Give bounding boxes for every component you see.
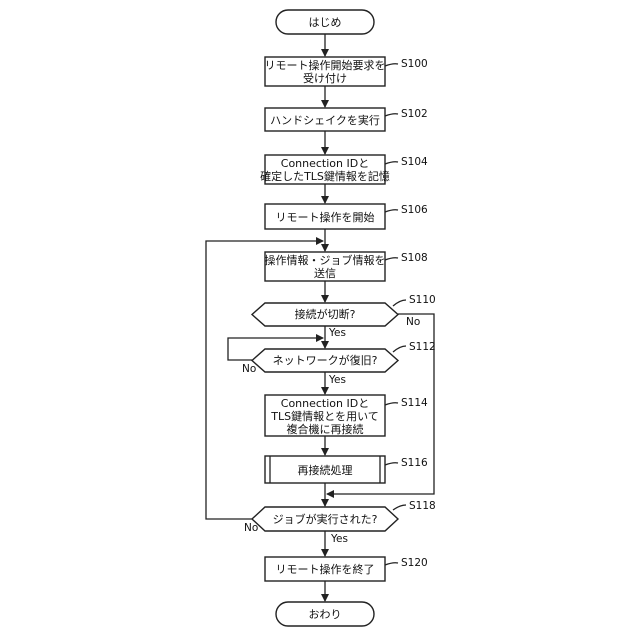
process-s106: リモート操作を開始 S106: [265, 204, 428, 229]
s100-text-line1: リモート操作開始要求を: [265, 58, 386, 72]
process-s104: Connection IDと 確定したTLS鍵情報を記憶 S104: [260, 155, 428, 184]
s118-step-id: S118: [409, 500, 436, 512]
s108-step-id: S108: [401, 252, 428, 264]
subprocess-s116: 再接続処理 S116: [265, 456, 428, 483]
end-label: おわり: [309, 608, 342, 621]
s100-step-id: S100: [401, 58, 428, 70]
decision-s112: ネットワークが復旧? S112 Yes No: [242, 341, 436, 386]
s112-text: ネットワークが復旧?: [273, 353, 378, 367]
s104-text-line1: Connection IDと: [281, 157, 369, 170]
s108-text-line2: 送信: [314, 266, 336, 280]
s120-text: リモート操作を終了: [276, 562, 375, 576]
start-terminal: はじめ: [276, 10, 374, 34]
s110-yes-label: Yes: [328, 327, 346, 339]
s108-text-line1: 操作情報・ジョブ情報を: [265, 253, 386, 267]
s114-text-line3: 複合機に再接続: [287, 422, 364, 436]
decision-s118: ジョブが実行された? S118 Yes No: [244, 500, 436, 545]
end-terminal: おわり: [276, 602, 374, 626]
s110-step-id: S110: [409, 294, 436, 306]
process-s108: 操作情報・ジョブ情報を 送信 S108: [265, 252, 428, 281]
s106-step-id: S106: [401, 204, 428, 216]
s110-no-label: No: [406, 316, 420, 328]
s102-text: ハンドシェイクを実行: [270, 113, 380, 127]
s112-step-id: S112: [409, 341, 436, 353]
s104-step-id: S104: [401, 156, 428, 168]
s114-step-id: S114: [401, 397, 428, 409]
process-s120: リモート操作を終了 S120: [265, 557, 428, 581]
s106-text: リモート操作を開始: [276, 210, 375, 224]
s100-text-line2: 受け付け: [303, 72, 347, 85]
process-s102: ハンドシェイクを実行 S102: [265, 108, 428, 131]
process-s100: リモート操作開始要求を 受け付け S100: [265, 57, 428, 86]
s114-text-line2: TLS鍵情報とを用いて: [270, 409, 379, 423]
s114-text-line1: Connection IDと: [281, 397, 369, 410]
start-label: はじめ: [309, 16, 342, 29]
s110-text: 接続が切断?: [295, 307, 356, 321]
s116-step-id: S116: [401, 457, 428, 469]
s118-yes-label: Yes: [330, 533, 348, 545]
process-s114: Connection IDと TLS鍵情報とを用いて 複合機に再接続 S114: [265, 395, 428, 436]
s118-text: ジョブが実行された?: [273, 512, 378, 526]
s112-no-label: No: [242, 363, 256, 375]
s116-text: 再接続処理: [298, 463, 353, 477]
s112-yes-label: Yes: [328, 374, 346, 386]
decision-s110: 接続が切断? S110 Yes No: [252, 294, 436, 339]
s104-text-line2: 確定したTLS鍵情報を記憶: [260, 169, 390, 183]
s102-step-id: S102: [401, 108, 428, 120]
s118-no-label: No: [244, 522, 258, 534]
s120-step-id: S120: [401, 557, 428, 569]
